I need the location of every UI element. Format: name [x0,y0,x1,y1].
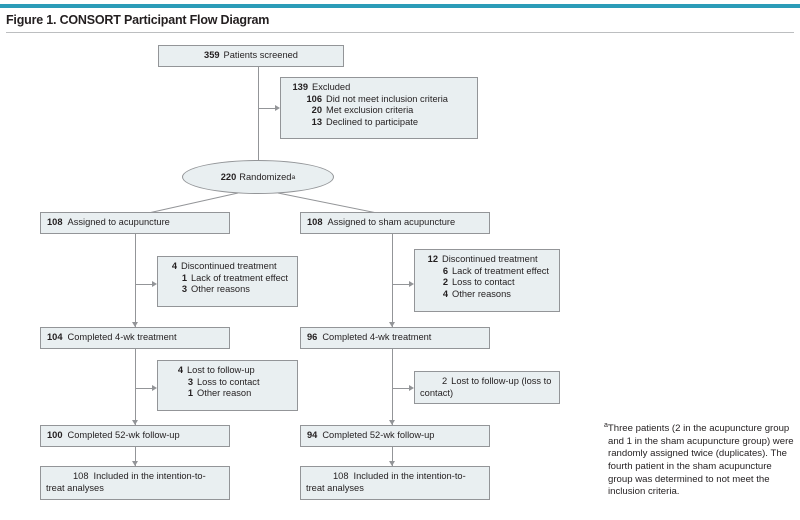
excluded-reason-label-2: Declined to participate [326,116,418,127]
completed4wk-acu-count: 104 [47,332,63,343]
node-excluded: 139 Excluded 106 Did not meet inclusion cr… [280,77,478,139]
assigned-acupuncture-label: Assigned to acupuncture [67,217,170,228]
disc-sham-reason-label-0: Lack of treatment effect [452,265,549,276]
figure-footnote: aThree patients (2 in the acupuncture gr… [604,420,794,499]
connector-sham-52wk-to-itt [392,447,393,466]
node-completed-52wk-sham: 94 Completed 52-wk follow-up [300,425,490,447]
disc-sham-reason-label-2: Other reasons [452,288,511,299]
excluded-reason-count-2: 13 [311,116,322,127]
node-discontinued-acupuncture: 4 Discontinued treatment 1 Lack of treatme… [157,256,298,307]
disc-sham-count: 12 [427,254,438,264]
completed52wk-sham-count: 94 [307,430,318,441]
screened-label: Patients screened [223,50,298,61]
disc-sham-reason-label-1: Loss to contact [452,277,515,288]
arrow-sham-4wk [388,322,395,327]
arrow-sham-discontinued [409,280,414,287]
connector-acupuncture-to-discontinued [135,284,152,285]
header-accent-rule [0,4,800,8]
lost-acu-reason-count-1: 1 [187,388,193,399]
arrow-sham-52wk [388,420,395,425]
node-completed-4wk-acupuncture: 104 Completed 4-wk treatment [40,327,230,349]
itt-sham-count: 108 [333,471,349,481]
completed4wk-acu-label: Completed 4-wk treatment [67,332,177,343]
arrow-acupuncture-discontinued [152,280,157,287]
footnote-marker: a [604,422,608,429]
excluded-reason-count-1: 20 [311,105,322,116]
node-assigned-acupuncture: 108 Assigned to acupuncture [40,212,230,234]
lost-sham-label: Lost to follow-up (loss to contact) [420,376,552,398]
connector-screened-to-excluded [258,108,275,109]
arrow-sham-lost [409,384,414,391]
excluded-reason-count-0: 106 [306,93,322,104]
node-completed-4wk-sham: 96 Completed 4-wk treatment [300,327,490,349]
arrow-acupuncture-4wk [131,322,138,327]
itt-acu-label: Included in the intention-to-treat analy… [46,471,206,493]
node-completed-52wk-acupuncture: 100 Completed 52-wk follow-up [40,425,230,447]
lost-sham-count: 2 [442,376,448,386]
footnote-text: Three patients (2 in the acupuncture gro… [607,423,794,498]
completed52wk-acu-count: 100 [47,430,63,441]
disc-sham-reason-count-1: 2 [442,277,448,288]
completed4wk-sham-label: Completed 4-wk treatment [322,332,432,343]
arrow-acupuncture-52wk [131,420,138,425]
assigned-sham-count: 108 [307,217,323,228]
disc-sham-label: Discontinued treatment [442,254,538,264]
randomized-label: Randomized [239,172,292,182]
completed52wk-sham-label: Completed 52-wk follow-up [322,430,435,441]
arrow-sham-itt [388,461,395,466]
disc-acu-reason-count-1: 3 [181,284,187,295]
lost-acu-reason-label-1: Other reason [197,388,252,399]
connector-acupuncture-assigned-to-4wk [135,234,136,327]
connector-acupuncture-52wk-to-itt [135,447,136,466]
node-assigned-sham: 108 Assigned to sham acupuncture [300,212,490,234]
connector-sham-assigned-to-4wk [392,234,393,327]
disc-acu-reason-label-0: Lack of treatment effect [191,272,288,283]
itt-acu-count: 108 [73,471,89,481]
lost-acu-reason-count-0: 3 [187,376,193,387]
connector-acupuncture-to-lost [135,388,152,389]
disc-sham-reason-count-0: 6 [442,265,448,276]
disc-sham-reason-count-2: 4 [442,288,448,299]
excluded-label: Excluded [312,82,351,92]
assigned-acupuncture-count: 108 [47,217,63,228]
itt-sham-label: Included in the intention-to-treat analy… [306,471,466,493]
connector-sham-4wk-to-52wk [392,349,393,425]
excluded-reason-label-1: Met exclusion criteria [326,105,414,116]
arrow-acupuncture-itt [131,461,138,466]
arrow-to-excluded [275,104,280,111]
figure-title: Figure 1. CONSORT Participant Flow Diagr… [6,13,270,27]
lost-acu-label: Lost to follow-up [187,365,255,375]
screened-count: 359 [204,50,220,61]
randomized-footnote-marker: a [291,173,296,181]
connector-acupuncture-4wk-to-52wk [135,349,136,425]
randomized-count: 220 [220,172,237,182]
title-divider-rule [6,32,794,33]
arrow-acupuncture-lost [152,384,157,391]
node-discontinued-sham: 12 Discontinued treatment 6 Lack of treatm… [414,249,560,312]
disc-acu-count: 4 [171,261,177,271]
excluded-count: 139 [292,82,308,92]
connector-sham-to-lost [392,388,409,389]
completed4wk-sham-count: 96 [307,332,318,343]
node-lost-acupuncture: 4 Lost to follow-up 3 Loss to contact 1 Oth… [157,360,298,411]
connector-sham-to-discontinued [392,284,409,285]
lost-acu-count: 4 [177,365,183,375]
lost-acu-reason-label-0: Loss to contact [197,376,260,387]
disc-acu-reason-count-0: 1 [181,272,187,283]
disc-acu-reason-label-1: Other reasons [191,284,250,295]
disc-acu-label: Discontinued treatment [181,261,277,271]
excluded-reason-label-0: Did not meet inclusion criteria [326,93,448,104]
connector-screened-to-randomized [258,67,259,160]
assigned-sham-label: Assigned to sham acupuncture [327,217,456,228]
completed52wk-acu-label: Completed 52-wk follow-up [67,430,180,441]
